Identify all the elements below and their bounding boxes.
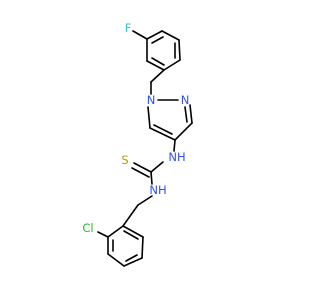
chlorine-atom-label: Cl bbox=[82, 221, 93, 235]
pyrazole-n1-label: N bbox=[147, 93, 156, 107]
bond bbox=[97, 231, 109, 238]
bond bbox=[150, 161, 164, 173]
fluorine-atom-label: F bbox=[125, 21, 132, 35]
bond bbox=[173, 139, 176, 152]
bond bbox=[123, 257, 143, 267]
bond bbox=[107, 225, 124, 238]
bond bbox=[107, 253, 125, 267]
double-bond-inner bbox=[184, 106, 188, 123]
bond bbox=[174, 122, 193, 141]
double-bond-inner bbox=[131, 167, 150, 178]
thiourea-nh-upper-label: NH bbox=[168, 150, 185, 164]
bond bbox=[146, 30, 163, 40]
sulfur-atom-label: S bbox=[121, 153, 128, 167]
double-bond-inner bbox=[151, 57, 165, 66]
molecule-diagram: F N N NH S NH Cl bbox=[82, 21, 193, 267]
bond bbox=[149, 127, 176, 141]
bond bbox=[146, 60, 165, 71]
double-bond-inner bbox=[151, 36, 164, 44]
bond bbox=[141, 236, 144, 259]
double-bond-inner bbox=[153, 124, 173, 135]
pyrazole-ring bbox=[147, 99, 193, 141]
thiourea-nh-lower-label: NH bbox=[149, 183, 166, 197]
bond bbox=[132, 30, 148, 40]
bond bbox=[161, 30, 180, 41]
pyrazole-n2-label: N bbox=[181, 93, 190, 107]
bond bbox=[122, 225, 144, 238]
bond bbox=[137, 195, 153, 206]
chlorophenyl-ring bbox=[107, 225, 144, 267]
fluorophenyl-ring bbox=[146, 30, 181, 71]
bond bbox=[163, 59, 181, 71]
bond bbox=[122, 204, 139, 227]
bond bbox=[133, 162, 152, 173]
bond bbox=[178, 39, 181, 61]
bond bbox=[147, 106, 151, 129]
bond bbox=[150, 69, 165, 83]
double-bond-inner bbox=[125, 254, 138, 262]
bond bbox=[150, 171, 153, 185]
double-bond-inner bbox=[123, 230, 139, 240]
bond bbox=[189, 104, 193, 124]
